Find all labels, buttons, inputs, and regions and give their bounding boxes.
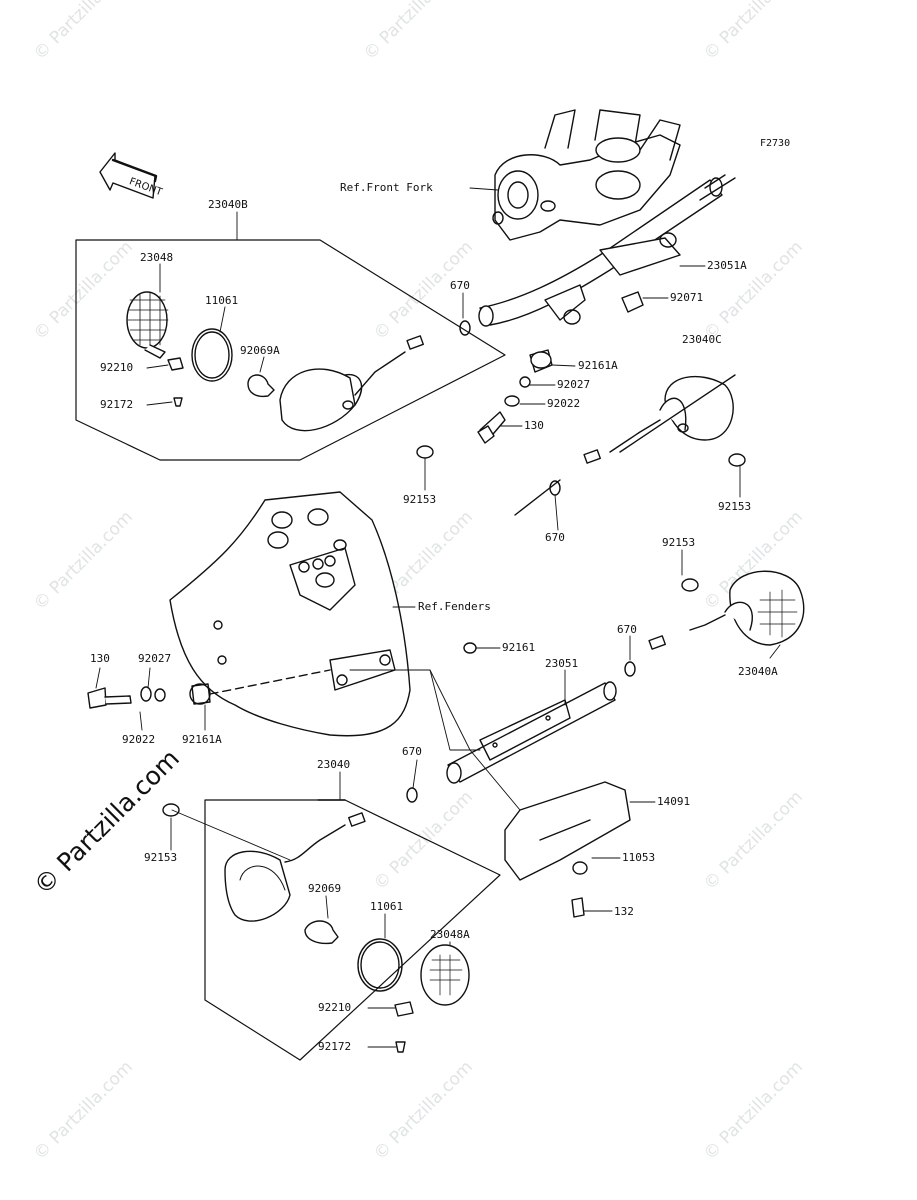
part-label: 92172	[318, 1040, 352, 1053]
part-label: 130	[524, 419, 544, 432]
part-label: 130	[90, 652, 110, 665]
part-label: 92022	[547, 397, 581, 410]
diagram-code: F2730	[760, 138, 791, 149]
part-label: 14091	[657, 795, 691, 808]
turn-signal-23040B	[126, 291, 471, 459]
part-label: 92153	[144, 851, 178, 864]
ref-fenders-label: Ref.Fenders	[418, 600, 491, 613]
part-label: 92153	[662, 536, 696, 549]
part-label: 92069	[308, 882, 342, 895]
turn-signal-bar-upper	[478, 174, 736, 327]
part-label: 92153	[718, 500, 752, 513]
turn-signal-23040C	[514, 374, 746, 516]
part-label: 132	[614, 905, 634, 918]
part-label: 92022	[122, 733, 156, 746]
assembly-label: 23040A	[738, 665, 778, 678]
part-label: 670	[450, 279, 470, 292]
part-label: 92210	[318, 1001, 352, 1014]
part-label: 92210	[100, 361, 134, 374]
front-arrow-icon	[99, 152, 158, 199]
turn-signal-23040A	[624, 570, 805, 677]
part-label: 23048A	[430, 928, 470, 941]
part-label: 92027	[557, 378, 591, 391]
part-label: 670	[402, 745, 422, 758]
part-label: 92153	[403, 493, 437, 506]
cover-14091	[504, 781, 631, 918]
part-label: 23051A	[707, 259, 747, 272]
front-fender	[169, 491, 411, 737]
part-label: 92071	[670, 291, 704, 304]
assembly-label: 23040B	[208, 198, 248, 211]
ref-front-fork-label: Ref.Front Fork	[340, 181, 433, 194]
part-label: 23051	[545, 657, 579, 670]
part-label: 92161A	[578, 359, 618, 372]
part-label: 11061	[205, 294, 239, 307]
part-label: 670	[545, 531, 565, 544]
assembly-label: 23040	[317, 758, 351, 771]
part-label: 92069A	[240, 344, 280, 357]
part-label: 670	[617, 623, 637, 636]
part-label: 92161	[502, 641, 536, 654]
part-label: 23048	[140, 251, 174, 264]
turn-signal-23040	[162, 787, 470, 1053]
part-label: 11061	[370, 900, 404, 913]
part-label: 11053	[622, 851, 656, 864]
assembly-label: 23040C	[682, 333, 722, 346]
front-fork-bracket	[492, 109, 681, 241]
part-label: 92161A	[182, 733, 222, 746]
part-label: 92172	[100, 398, 134, 411]
turn-signal-bar-lower	[446, 681, 617, 784]
part-label: 92027	[138, 652, 172, 665]
